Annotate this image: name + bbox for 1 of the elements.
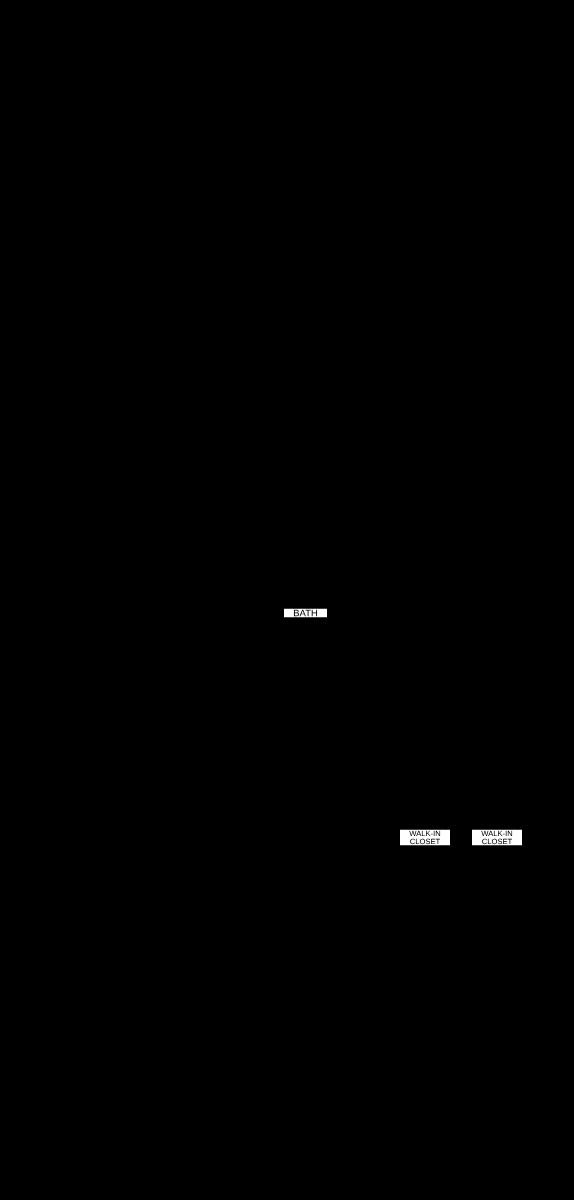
room-label: BATH [284, 608, 327, 618]
